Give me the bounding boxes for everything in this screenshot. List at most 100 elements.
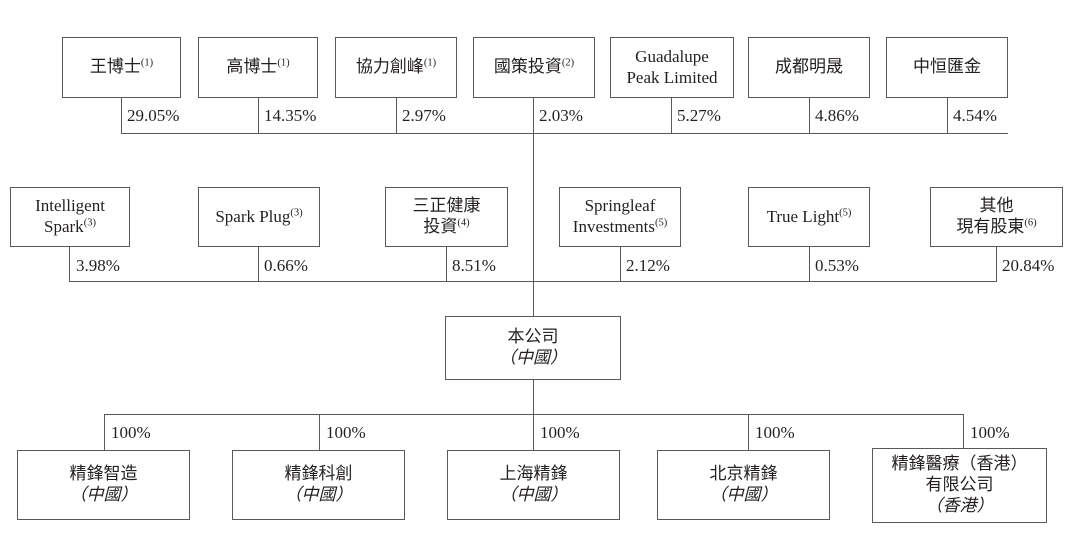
subsidiary-name-line1: 精鋒醫療（香港） [891,454,1028,474]
percent-label-intelligent-spark: 3.98% [76,256,120,275]
connector-drop-other-shareholders [996,247,998,281]
percent-label-zhongheng: 4.54% [953,106,997,125]
shareholder-name-line2: 現有股東 [956,217,1025,236]
percent-label-spark-plug: 0.66% [264,256,308,275]
percent-label-jingfeng-zhizao: 100% [111,423,151,442]
shareholder-name: 成都明晟 [775,57,843,77]
percent-label-beijing-jingfeng: 100% [755,423,795,442]
connector-spine-to-company [533,281,535,318]
subsidiary-name: 精鋒科創 [284,464,353,484]
percent-label-jingfeng-hk: 100% [970,423,1010,442]
connector-drop-zhongheng [947,98,949,133]
percent-label-guadalupe: 5.27% [677,106,721,125]
subsidiary-box-jingfeng-zhizao: 精鋒智造 （中國） [17,450,190,520]
connector-drop-jingfeng-zhizao [104,414,106,450]
connector-drop-true-light [809,247,811,281]
shareholder-name-line1: 三正健康 [412,196,481,216]
subsidiary-box-jingfeng-medical-hk: 精鋒醫療（香港） 有限公司 （香港） [872,448,1047,523]
percent-label-chengdu: 4.86% [815,106,859,125]
connector-drop-guadalupe [671,98,673,133]
subsidiary-jurisdiction: （中國） [284,485,353,504]
connector-bus-tier1 [121,133,1008,135]
percent-label-gao: 14.35% [264,106,317,125]
percent-label-guoce: 2.03% [539,106,583,125]
connector-drop-wang [121,98,123,133]
company-box: 本公司 （中國） [445,316,621,380]
footnote-marker: (1) [277,57,290,69]
percent-label-wang: 29.05% [127,106,180,125]
percent-label-jingfeng-kechuang: 100% [326,423,366,442]
connector-drop-spark-plug [258,247,260,281]
shareholder-box-spark-plug: Spark Plug(3) [198,187,320,247]
footnote-marker: (1) [423,57,437,69]
shareholder-name: 協力創峰 [355,57,424,77]
shareholder-name: 王博士 [89,57,141,77]
shareholder-box-gao: 高博士(1) [198,37,318,98]
footnote-marker: (3) [290,206,303,218]
connector-spine-lower [533,380,535,414]
connector-drop-xieli [396,98,398,133]
shareholder-name-line1: 其他 [979,196,1014,216]
connector-drop-sanzheng [446,247,448,281]
shareholder-name: 國策投資 [493,57,562,77]
connector-drop-jingfeng-hk [963,414,965,448]
connector-drop-shanghai-jingfeng [533,414,535,450]
shareholder-box-wang: 王博士(1) [62,37,181,98]
shareholder-box-other-existing-shareholders: 其他 現有股東(6) [930,187,1063,247]
footnote-marker: (5) [654,217,668,229]
shareholder-box-chengdu-mingsheng: 成都明晟 [748,37,870,98]
shareholder-name: True Light [766,206,840,226]
subsidiary-box-jingfeng-kechuang: 精鋒科創 （中國） [232,450,405,520]
connector-drop-gao [258,98,260,133]
subsidiary-jurisdiction: （中國） [709,485,778,504]
connector-drop-springleaf [620,247,622,281]
shareholder-box-guadalupe-peak: Guadalupe Peak Limited [610,37,734,98]
shareholder-box-springleaf-investments: Springleaf Investments(5) [559,187,681,247]
percent-label-other-shareholders: 20.84% [1002,256,1055,275]
shareholder-name: Spark Plug [215,206,291,226]
shareholder-box-guoce-touzi: 國策投資(2) [473,37,595,98]
subsidiary-name: 精鋒智造 [69,464,138,484]
subsidiary-name: 上海精鋒 [499,464,568,484]
subsidiary-name: 北京精鋒 [709,464,778,484]
footnote-marker: (6) [1024,217,1037,229]
shareholder-box-zhongheng-huijin: 中恒匯金 [886,37,1008,98]
shareholder-name-line1: Guadalupe [635,46,709,66]
percent-label-sanzheng: 8.51% [452,256,496,275]
company-name: 本公司 [507,327,559,347]
footnote-marker: (2) [561,57,575,69]
shareholder-name-line1: Intelligent [35,196,105,216]
connector-drop-jingfeng-kechuang [319,414,321,450]
shareholder-box-xieli-chuangfeng: 協力創峰(1) [335,37,457,98]
shareholder-name-line2: 投資 [423,217,458,236]
footnote-marker: (1) [140,57,154,69]
percent-label-xieli: 2.97% [402,106,446,125]
percent-label-springleaf: 2.12% [626,256,670,275]
shareholder-name-line2: Spark [44,217,84,236]
company-jurisdiction: （中國） [499,348,567,367]
subsidiary-jurisdiction: （中國） [69,485,138,504]
shareholder-name-line1: Springleaf [584,196,656,216]
connector-drop-beijing-jingfeng [748,414,750,450]
footnote-marker: (4) [457,217,470,229]
shareholder-name: 中恒匯金 [913,57,981,77]
subsidiary-box-beijing-jingfeng: 北京精鋒 （中國） [657,450,830,520]
connector-drop-chengdu [809,98,811,133]
footnote-marker: (5) [839,206,852,218]
shareholder-name: 高博士 [226,57,278,77]
connector-spine-upper [533,133,535,281]
shareholder-name-line2: Investments [572,217,655,236]
subsidiary-jurisdiction: （香港） [925,495,994,515]
percent-label-true-light: 0.53% [815,256,859,275]
shareholder-name-line2: Peak Limited [626,67,718,87]
shareholder-box-sanzheng-jiankang: 三正健康 投資(4) [385,187,508,247]
subsidiary-name-line2: 有限公司 [925,475,994,495]
footnote-marker: (3) [83,217,96,229]
subsidiary-jurisdiction: （中國） [499,485,568,504]
subsidiary-box-shanghai-jingfeng: 上海精鋒 （中國） [447,450,620,520]
shareholder-box-true-light: True Light(5) [748,187,870,247]
connector-drop-intelligent-spark [69,247,71,281]
connector-drop-guoce [533,98,535,133]
percent-label-shanghai-jingfeng: 100% [540,423,580,442]
